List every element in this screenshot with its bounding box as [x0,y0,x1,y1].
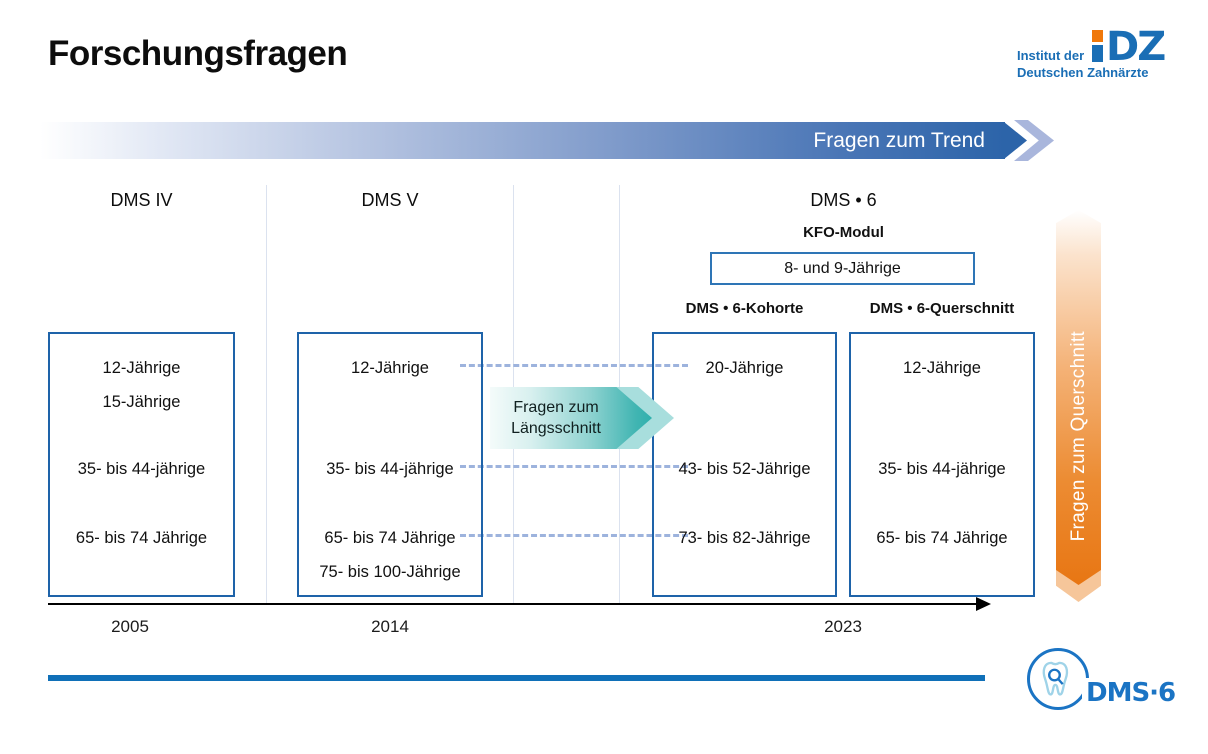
idz-institute-line2: Deutschen Zahnärzte [1017,65,1149,80]
age-group: 65- bis 74 Jährige [324,529,456,547]
subheader-dms6-kohorte: DMS • 6-Kohorte [685,300,804,317]
column-header-dms6: DMS • 6 [810,190,877,210]
timeline-year-2005: 2005 [111,617,149,636]
agebox-dms6-querschnitt: 12-Jährige 35- bis 44-jährige 65- bis 74… [849,332,1035,597]
column-header-dms4: DMS IV [110,190,173,210]
age-group: 73- bis 82-Jährige [678,529,811,547]
age-group: 12-Jährige [903,359,981,377]
age-group: 65- bis 74 Jährige [876,529,1008,547]
dms6-logo-label: DMS·6 [1082,678,1178,710]
timeline-year-2014: 2014 [371,617,409,636]
kfo-modul-box: 8- und 9-Jährige [710,252,975,285]
column-divider [266,185,267,605]
idz-i-dot [1092,30,1103,42]
footer-rule [48,675,985,681]
idz-letters: DZ [1106,24,1166,70]
agebox-dms4: 12-Jährige 15-Jährige 35- bis 44-jährige… [48,332,235,597]
idz-i-stem [1092,45,1103,62]
age-group: 35- bis 44-jährige [878,460,1006,478]
timeline-axis [48,603,980,605]
age-group: 43- bis 52-Jährige [678,460,811,478]
dashed-connector [460,534,688,537]
idz-logo-icon: DZ [1092,24,1166,70]
agebox-dms5: 12-Jährige 35- bis 44-jährige 65- bis 74… [297,332,483,597]
idz-institute-line1: Institut der [1017,48,1085,63]
laengsschnitt-label-line2: Längsschnitt [511,420,601,437]
dashed-connector [460,465,688,468]
subheader-dms6-querschnitt: DMS • 6-Querschnitt [869,300,1015,317]
age-group: 65- bis 74 Jährige [75,529,208,547]
age-group: 12-Jährige [102,359,181,377]
tooth-magnifier-icon [1042,661,1069,696]
timeline-year-2023: 2023 [824,617,862,636]
querschnitt-arrow: Fragen zum Querschnitt [1056,210,1101,585]
age-group: 15-Jährige [102,393,181,411]
agebox-dms6-kohorte: 20-Jährige 43- bis 52-Jährige 73- bis 82… [652,332,837,597]
dashed-connector [460,364,688,367]
age-group: 20-Jährige [705,359,784,377]
idz-i-glyph [1092,30,1103,62]
querschnitt-arrow-label: Fragen zum Querschnitt [1067,331,1089,542]
trend-banner [40,122,1005,159]
laengsschnitt-arrow: Fragen zum Längsschnitt [490,387,652,449]
age-group: 35- bis 44-jährige [77,460,206,478]
page-title: Forschungsfragen [48,34,348,73]
age-group: 35- bis 44-jährige [326,460,454,478]
trend-banner-label: Fragen zum Trend [813,129,985,152]
age-group: 75- bis 100-Jährige [319,563,461,581]
column-header-dms5: DMS V [361,190,419,210]
laengsschnitt-label-line1: Fragen zum [513,399,599,416]
timeline-arrowhead-icon [976,597,991,611]
kfo-modul-header: KFO-Modul [803,224,884,241]
kfo-modul-box-label: 8- und 9-Jährige [784,259,901,277]
age-group: 12-Jährige [351,359,429,377]
